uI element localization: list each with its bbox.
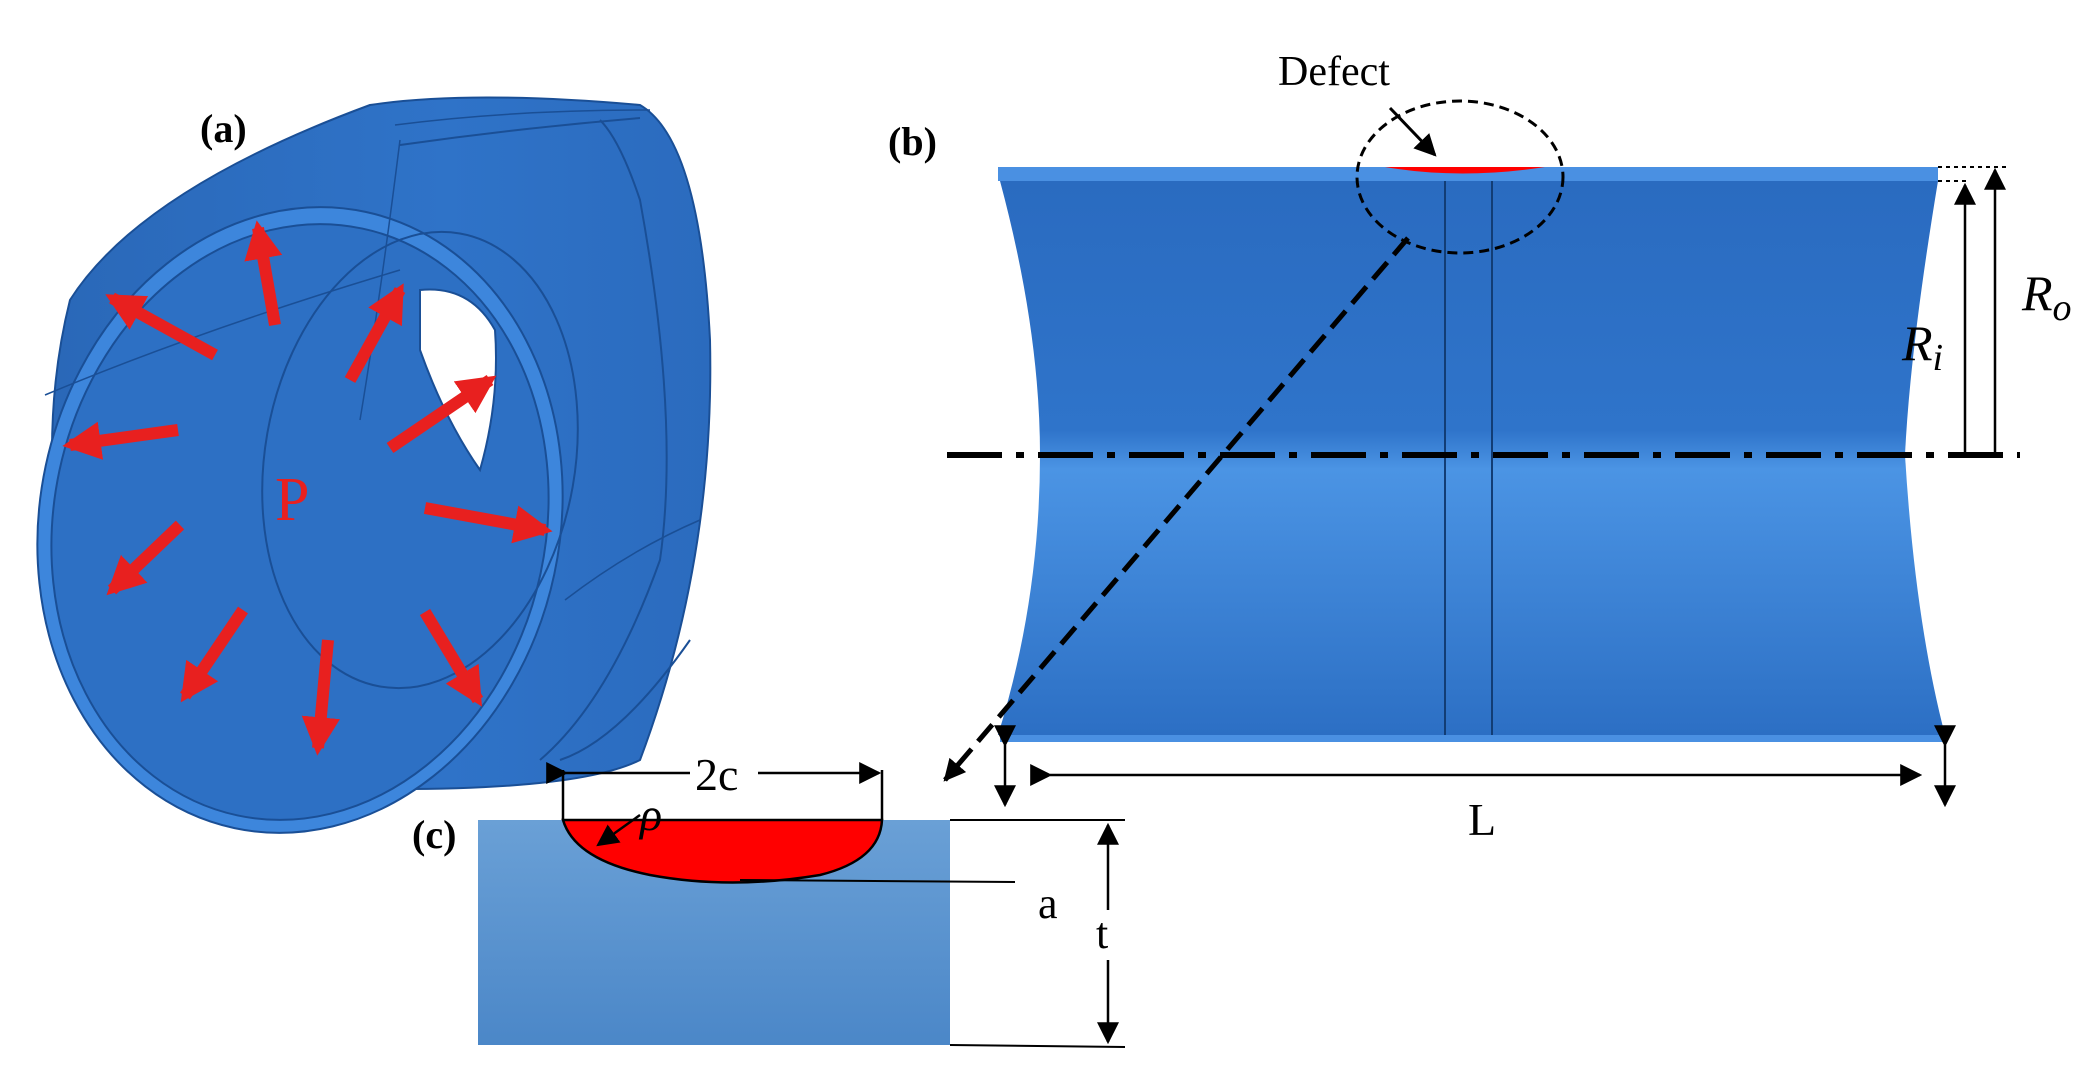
panel-c: 2c ρ a t (c) [412,749,1126,1048]
length-label: L [1468,794,1496,845]
pressure-arrows [62,220,553,756]
ro-label: Ro [2021,265,2072,329]
pipe-a-inner [50,223,550,821]
depth-label: a [1038,879,1058,928]
pipe-b-top-wall [998,167,1938,181]
panel-a: P (a) [36,96,712,834]
panel-b-label: (b) [888,119,937,164]
pressure-label: P [275,466,309,534]
width-label: 2c [695,749,738,800]
defect-mark [1385,167,1545,174]
panel-c-label: (c) [412,812,456,857]
defect-label: Defect [1278,49,1390,95]
panel-a-label: (a) [200,106,247,151]
thickness-label: t [1096,909,1108,958]
radius-label: ρ [638,789,662,840]
ri-label: Ri [1901,315,1943,379]
zoom-leader [943,236,1410,782]
panel-b: Defect Ri Ro L (b) [888,49,2072,845]
defect-highlight [1355,99,1565,255]
pipe-a-far-ring [261,230,579,690]
section-defect [561,818,884,884]
